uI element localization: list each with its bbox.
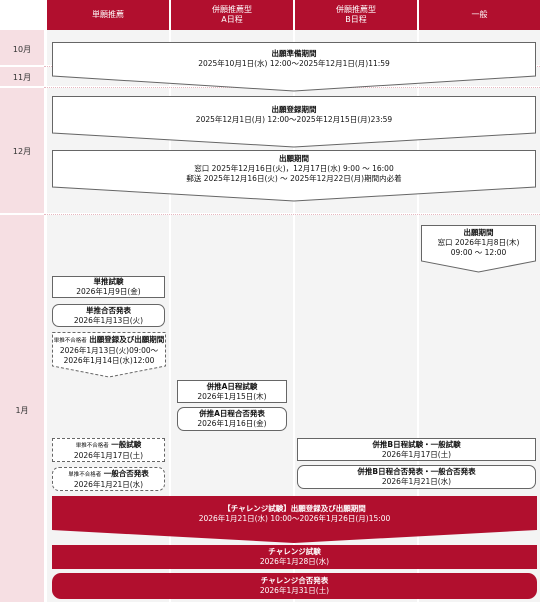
month-cell-dec — [0, 88, 44, 213]
header-a: 併願推薦型 A日程 — [171, 0, 293, 30]
register-arrow-shape — [52, 96, 536, 148]
challenge-arrow-shape — [52, 496, 537, 543]
register-period: 出願登録期間 2025年12月1日(月) 12:00〜2025年12月15日(月… — [195, 105, 393, 124]
month-cell-oct — [0, 30, 44, 65]
challenge-registration: 【チャレンジ試験】出願登録及び出願期間 2026年1月21日(水) 10:00〜… — [198, 504, 391, 523]
b-general-result: 併推B日程合否発表・一般合否発表 2026年1月21日(水) — [297, 465, 536, 489]
a-exam: 併推A日程試験 2026年1月15日(木) — [177, 380, 287, 403]
month-jan: 1月 — [15, 406, 29, 415]
apply-period: 出願期間 窓口 2025年12月16日(火)，12月17日(水) 9:00 ～ … — [186, 154, 402, 183]
month-nov: 11月 — [12, 73, 32, 82]
month-cell-jan — [0, 215, 44, 602]
tan-fail-arrow-shape — [52, 332, 166, 378]
header-general: 一般 — [419, 0, 540, 30]
apply-arrow-shape — [52, 150, 536, 202]
tan-fail-registration: 単推不合格者 出願登録及び出願期間 2026年1月13日(火)09:00〜 20… — [53, 334, 165, 365]
header-tan: 単願推薦 — [47, 0, 169, 30]
prep-period: 出願準備期間 2025年10月1日(水) 12:00〜2025年12月1日(月)… — [198, 49, 390, 68]
header-b: 併願推薦型 B日程 — [295, 0, 417, 30]
general-apply-arrow-shape — [421, 225, 536, 273]
general-apply-period: 出願期間 窓口 2026年1月8日(木) 09:00 ～ 12:00 — [437, 228, 520, 257]
tan-exam: 単推試験 2026年1月9日(金) — [52, 276, 165, 298]
tan-result: 単推合否発表 2026年1月13日(火) — [52, 304, 165, 327]
b-general-exam: 併推B日程試験・一般試験 2026年1月17日(土) — [297, 438, 536, 461]
prep-arrow-shape — [52, 42, 536, 92]
challenge-result: チャレンジ合否発表 2026年1月31日(土) — [52, 573, 537, 599]
a-result: 併推A日程合否発表 2026年1月16日(金) — [177, 407, 287, 431]
challenge-exam: チャレンジ試験 2026年1月28日(水) — [52, 545, 537, 569]
month-dec: 12月 — [12, 147, 32, 156]
separator — [44, 214, 540, 215]
tan-fail-general-exam: 単推不合格者 一般試験 2026年1月17日(土) — [52, 438, 165, 462]
month-cell-nov — [0, 67, 44, 86]
tan-fail-general-result: 単推不合格者 一般合否発表 2026年1月21日(水) — [52, 467, 165, 491]
month-oct: 10月 — [12, 45, 32, 54]
